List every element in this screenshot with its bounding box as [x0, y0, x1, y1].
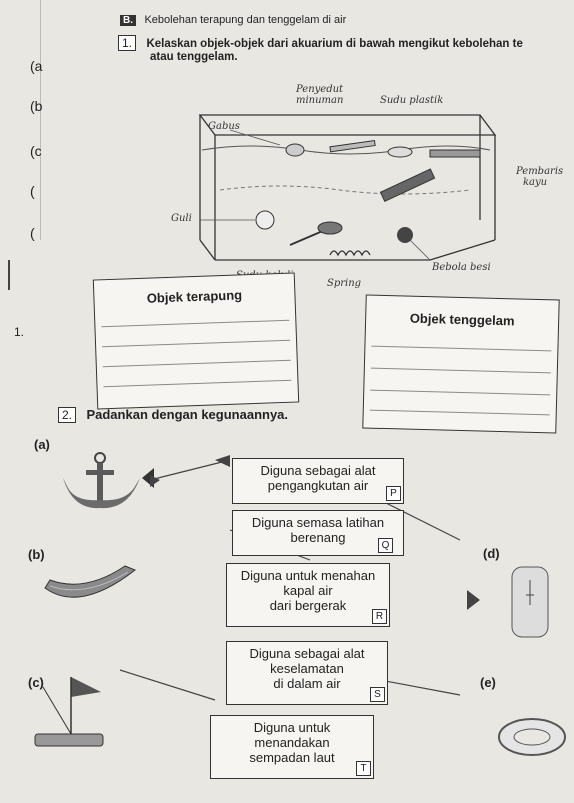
question-1-text-line1: Kelaskan objek-objek dari akuarium di ba…	[146, 38, 523, 50]
use-q-line1: Diguna semasa latihan	[251, 515, 385, 530]
label-sudu-plastik: Sudu plastik	[380, 95, 444, 106]
sinking-answer-line[interactable]	[370, 367, 551, 374]
sinking-answer-line[interactable]	[369, 409, 550, 416]
use-t-line1: Diguna untuk	[253, 720, 331, 735]
label-spring: Spring	[327, 278, 362, 289]
marble-drawing	[255, 210, 275, 230]
buoy-drawing	[34, 677, 104, 747]
label-pembaris: Pembaris	[516, 166, 564, 177]
kickboard-drawing	[511, 566, 549, 638]
use-s-line2: keselamatan	[270, 661, 344, 676]
iron-ball-drawing	[397, 227, 413, 243]
boat-drawing	[44, 565, 136, 598]
margin-label-c: (c	[30, 143, 42, 159]
steel-spoon-drawing	[289, 229, 326, 246]
use-s-line1: Diguna sebagai alat	[249, 646, 365, 661]
straw-drawing	[329, 139, 376, 153]
question-2-text: Padankan dengan kegunaannya.	[86, 407, 289, 422]
label-gabus: Gabus	[208, 121, 240, 132]
ruler-sinking-drawing	[379, 168, 436, 203]
item-label-e: (e)	[480, 675, 496, 690]
question-1-number: 1.	[118, 35, 137, 51]
plastic-spoon-drawing	[387, 146, 413, 158]
sinking-answer-line[interactable]	[371, 345, 552, 352]
sinking-table-header: Objek tenggelam	[409, 310, 515, 329]
floating-answer-line[interactable]	[102, 359, 291, 368]
use-t-line3: sempadan laut	[249, 750, 335, 765]
use-p-line1: Diguna sebagai alat	[260, 463, 376, 478]
section-title: Kebolehan terapung dan tenggelam di air	[144, 14, 347, 26]
use-t-line2: menandakan	[254, 735, 330, 750]
label-guli: Guli	[171, 213, 192, 224]
question-1: 1. Kelaskan objek-objek dari akuarium di…	[118, 34, 523, 52]
aquarium-illustration	[198, 114, 497, 261]
use-tag-s: S	[370, 687, 385, 702]
margin-label-one: 1.	[14, 325, 25, 339]
section-header: B. Kebolehan terapung dan tenggelam di a…	[120, 10, 346, 28]
use-box-q: Diguna semasa latihan berenang Q	[232, 510, 404, 556]
question-2-number: 2.	[58, 407, 77, 423]
item-label-b: (b)	[28, 547, 45, 562]
item-label-d: (d)	[483, 546, 500, 561]
cork-drawing	[285, 143, 305, 157]
use-q-line2: berenang	[290, 530, 346, 545]
label-penyedut: Penyedut	[296, 84, 344, 95]
use-p-line2: pengangkutan air	[267, 478, 369, 493]
floating-answer-line[interactable]	[102, 339, 291, 348]
question-2: 2. Padankan dengan kegunaannya.	[58, 406, 288, 424]
margin-label-b: (b	[30, 98, 43, 114]
margin-label-a: (a	[30, 58, 43, 74]
wooden-ruler-drawing	[429, 149, 481, 158]
sinking-objects-table: Objek tenggelam	[362, 294, 560, 434]
use-r-line1: Diguna untuk menahan	[240, 568, 376, 583]
item-label-c: (c)	[28, 675, 44, 690]
section-number: B.	[120, 15, 136, 26]
use-tag-t: T	[356, 761, 371, 776]
floating-table-header: Objek terapung	[146, 287, 243, 306]
use-r-line2: kapal air	[283, 583, 333, 598]
item-label-a: (a)	[34, 437, 50, 452]
margin-label-e: (	[30, 225, 35, 241]
use-tag-q: Q	[378, 538, 393, 553]
use-box-p: Diguna sebagai alat pengangkutan air P	[232, 458, 404, 504]
lifebuoy-drawing	[498, 718, 566, 756]
use-tag-r: R	[372, 609, 387, 624]
label-minuman: minuman	[296, 95, 344, 106]
use-r-line3: dari bergerak	[269, 598, 347, 613]
question-1-text-line2: atau tenggelam.	[150, 51, 238, 63]
left-page-margin: (a (b (c ( ( 1.	[0, 0, 60, 803]
use-box-s: Diguna sebagai alat keselamatan di dalam…	[226, 641, 388, 705]
use-s-line3: di dalam air	[273, 676, 341, 691]
floating-objects-table: Objek terapung	[92, 272, 300, 410]
margin-label-d: (	[30, 183, 35, 199]
label-kayu: kayu	[523, 177, 548, 188]
use-box-r: Diguna untuk menahan kapal air dari berg…	[226, 563, 390, 627]
use-box-t: Diguna untuk menandakan sempadan laut T	[210, 715, 374, 779]
floating-answer-line[interactable]	[103, 379, 292, 388]
sinking-answer-line[interactable]	[370, 389, 551, 396]
spring-drawing	[329, 250, 371, 257]
floating-answer-line[interactable]	[101, 319, 290, 328]
use-tag-p: P	[386, 486, 401, 501]
label-bebola-besi: Bebola besi	[432, 262, 491, 273]
